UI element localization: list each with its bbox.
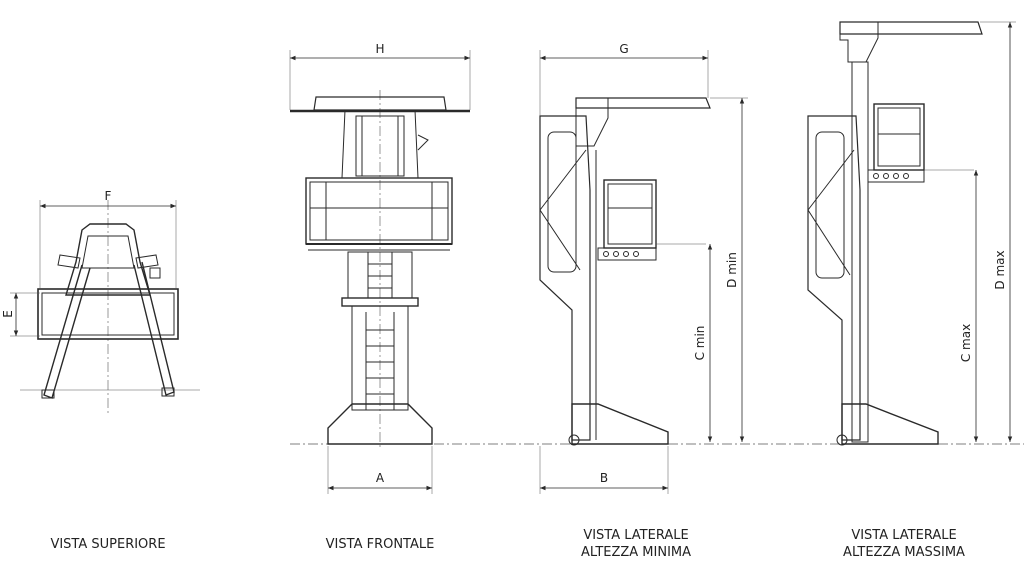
dim-label-G: G xyxy=(619,42,628,56)
caption-line: VISTA FRONTALE xyxy=(325,537,435,552)
dim-label-F: F xyxy=(105,189,112,203)
caption-front-view: VISTA FRONTALE xyxy=(290,536,470,553)
caption-side-min-view: VISTA LATERALE ALTEZZA MINIMA xyxy=(546,527,726,561)
caption-line: ALTEZZA MINIMA xyxy=(580,545,692,560)
caption-line: VISTA SUPERIORE xyxy=(50,537,166,552)
top-view-drawing xyxy=(20,200,200,415)
dim-label-B: B xyxy=(600,471,608,485)
caption-line: VISTA LATERALE xyxy=(851,528,957,543)
caption-side-max-view: VISTA LATERALE ALTEZZA MASSIMA xyxy=(814,527,994,561)
caption-line: ALTEZZA MASSIMA xyxy=(843,545,965,560)
dim-label-H: H xyxy=(375,42,384,56)
dim-label-C-min: C min xyxy=(693,326,707,361)
dim-label-D-max: D max xyxy=(993,250,1007,289)
dim-label-E: E xyxy=(1,310,15,318)
caption-line: VISTA LATERALE xyxy=(583,528,689,543)
side-max-view-drawing xyxy=(807,21,983,446)
side-min-view-drawing xyxy=(539,97,711,446)
dim-label-C-max: C max xyxy=(959,324,973,362)
front-view-drawing xyxy=(290,90,470,448)
dim-label-D-min: D min xyxy=(725,252,739,288)
dim-label-A: A xyxy=(376,471,385,485)
caption-top-view: VISTA SUPERIORE xyxy=(18,536,198,553)
